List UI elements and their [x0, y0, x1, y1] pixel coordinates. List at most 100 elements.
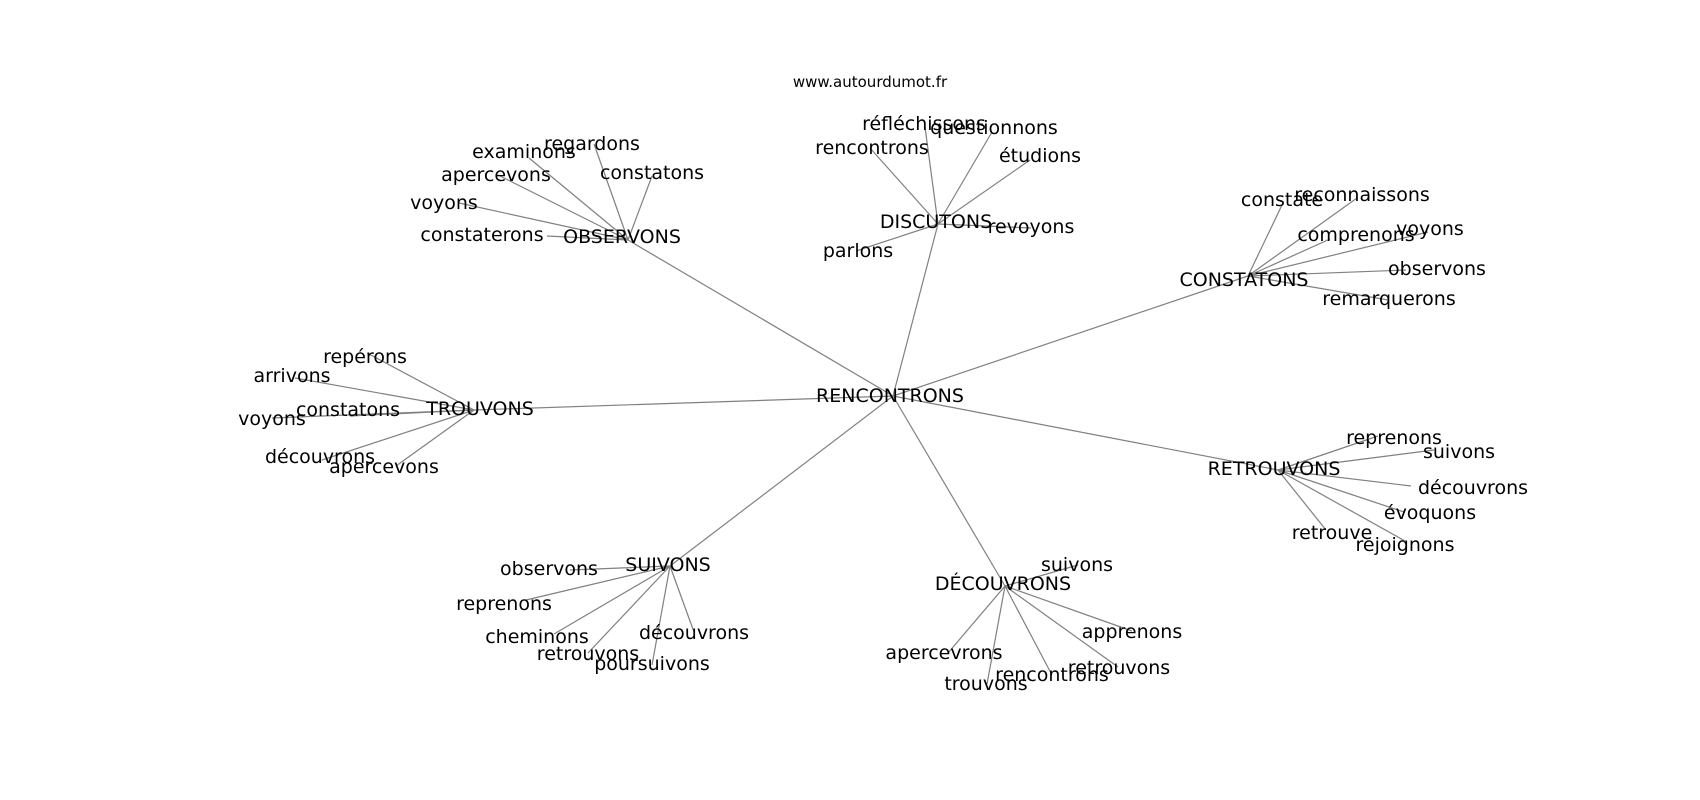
- leaf-node-label: repérons: [323, 346, 407, 368]
- edge-retrouvons-0: [1277, 435, 1379, 471]
- edge-decouvrons-5: [986, 585, 1006, 685]
- edge-trouvons-1: [294, 377, 475, 411]
- leaf-node-label: découvrons: [1418, 477, 1528, 499]
- leaf-node-label: rejoignons: [1356, 534, 1455, 556]
- edge-observons-4: [458, 202, 629, 241]
- hub-node-label: RETROUVONS: [1208, 458, 1341, 480]
- leaf-node-label: suivons: [1423, 441, 1495, 463]
- edge-retrouvons-2: [1277, 469, 1412, 487]
- edge-retrouvons-1: [1277, 449, 1435, 471]
- leaf-node-label: retrouve: [1292, 522, 1373, 544]
- edge-observons-5: [546, 235, 629, 241]
- leaf-node-label: voyons: [238, 408, 306, 430]
- edge-suivons-2: [553, 565, 671, 635]
- edge-trouvons-5: [395, 409, 475, 467]
- leaf-node-label: retrouvons: [537, 643, 639, 665]
- leaf-node-label: voyons: [410, 192, 478, 214]
- edge-decouvrons-1: [1004, 585, 1133, 632]
- leaf-node-label: constatons: [600, 162, 704, 184]
- leaf-node-label: cheminons: [485, 626, 589, 648]
- leaf-node-label: regardons: [544, 133, 640, 155]
- leaf-node-label: poursuivons: [594, 653, 710, 675]
- edge-observons-0: [593, 143, 629, 241]
- leaf-node-label: observons: [500, 558, 598, 580]
- edge-retrouvons-4: [1277, 469, 1327, 531]
- leaf-node-label: examinons: [472, 141, 576, 163]
- edge-constatons-3: [1247, 231, 1429, 277]
- edge-discutons-2: [869, 147, 939, 225]
- edge-center-observons: [627, 239, 894, 397]
- edge-suivons-1: [525, 565, 671, 601]
- edges: [271, 126, 1435, 685]
- leaf-node-label: constate: [1241, 189, 1323, 211]
- edge-center-decouvrons: [892, 395, 1006, 587]
- edge-decouvrons-4: [1004, 585, 1053, 676]
- edge-suivons-5: [651, 565, 671, 666]
- leaf-node-label: observons: [1388, 258, 1486, 280]
- edge-constatons-1: [1247, 197, 1358, 277]
- leaf-node-label: reprenons: [1346, 427, 1442, 449]
- edge-discutons-1: [937, 131, 993, 225]
- leaf-node-label: découvrons: [639, 622, 749, 644]
- edge-discutons-0: [924, 126, 939, 225]
- leaf-node-label: étudions: [999, 145, 1081, 167]
- edge-discutons-4: [937, 223, 1032, 229]
- edge-constatons-4: [1247, 269, 1407, 277]
- edge-retrouvons-5: [1277, 469, 1406, 542]
- edge-center-constatons: [892, 275, 1249, 397]
- leaf-node-label: parlons: [823, 240, 893, 262]
- edge-discutons-5: [855, 223, 939, 252]
- leaf-node-label: apercevons: [441, 164, 551, 186]
- edge-observons-1: [528, 157, 629, 241]
- edge-suivons-3: [669, 565, 695, 633]
- edge-constatons-2: [1247, 238, 1331, 277]
- hub-node-label: TROUVONS: [425, 398, 534, 420]
- hub-node-label: DÉCOUVRONS: [935, 572, 1071, 595]
- leaf-node-label: questionnons: [930, 117, 1058, 139]
- leaf-node-label: rencontrons: [995, 664, 1109, 686]
- edge-retrouvons-3: [1277, 469, 1405, 513]
- leaf-node-label: réfléchissons: [862, 113, 986, 135]
- leaf-node-label: reconnaissons: [1294, 184, 1430, 206]
- edge-trouvons-4: [321, 409, 475, 461]
- edge-decouvrons-2: [947, 585, 1006, 654]
- leaf-node-label: apercevons: [329, 456, 439, 478]
- leaf-node-label: arrivons: [253, 365, 330, 387]
- edge-decouvrons-0: [1004, 564, 1079, 587]
- edge-constatons-0: [1247, 204, 1283, 277]
- edge-decouvrons-3: [1004, 585, 1119, 668]
- hub-node-label: OBSERVONS: [563, 226, 681, 248]
- leaf-node-label: comprenons: [1297, 224, 1414, 246]
- leaf-node-label: revoyons: [988, 216, 1075, 238]
- hub-node-label: DISCUTONS: [880, 211, 992, 233]
- hub-node-label: SUIVONS: [625, 554, 710, 576]
- leaf-node-label: découvrons: [265, 446, 375, 468]
- edge-observons-2: [627, 175, 653, 241]
- edge-trouvons-3: [349, 409, 475, 417]
- edge-discutons-3: [937, 159, 1031, 225]
- edge-center-suivons: [669, 395, 894, 567]
- edge-observons-3: [497, 174, 629, 241]
- leaf-node-label: rencontrons: [815, 137, 929, 159]
- leaf-node-label: voyons: [1396, 218, 1464, 240]
- edge-trouvons-0: [366, 352, 475, 411]
- leaf-node-label: trouvons: [944, 673, 1027, 695]
- leaf-node-label: reprenons: [456, 593, 552, 615]
- leaf-node-label: apercevrons: [885, 642, 1002, 664]
- edge-suivons-0: [569, 565, 671, 571]
- edge-center-retrouvons: [892, 395, 1279, 471]
- edge-suivons-4: [587, 565, 671, 654]
- leaf-node-label: apprenons: [1082, 621, 1182, 643]
- hub-node-label: CONSTATONS: [1180, 269, 1309, 291]
- leaf-node-label: retrouvons: [1068, 657, 1170, 679]
- leaf-node-label: évoquons: [1384, 502, 1476, 524]
- edge-constatons-5: [1247, 275, 1389, 301]
- credit-text: www.autourdumot.fr: [793, 73, 948, 91]
- leaf-node-label: constatons: [296, 399, 400, 421]
- edge-center-trouvons: [473, 395, 894, 411]
- leaf-node-label: suivons: [1041, 554, 1113, 576]
- edge-center-discutons: [892, 223, 939, 397]
- center-node-label: RENCONTRONS: [816, 385, 964, 407]
